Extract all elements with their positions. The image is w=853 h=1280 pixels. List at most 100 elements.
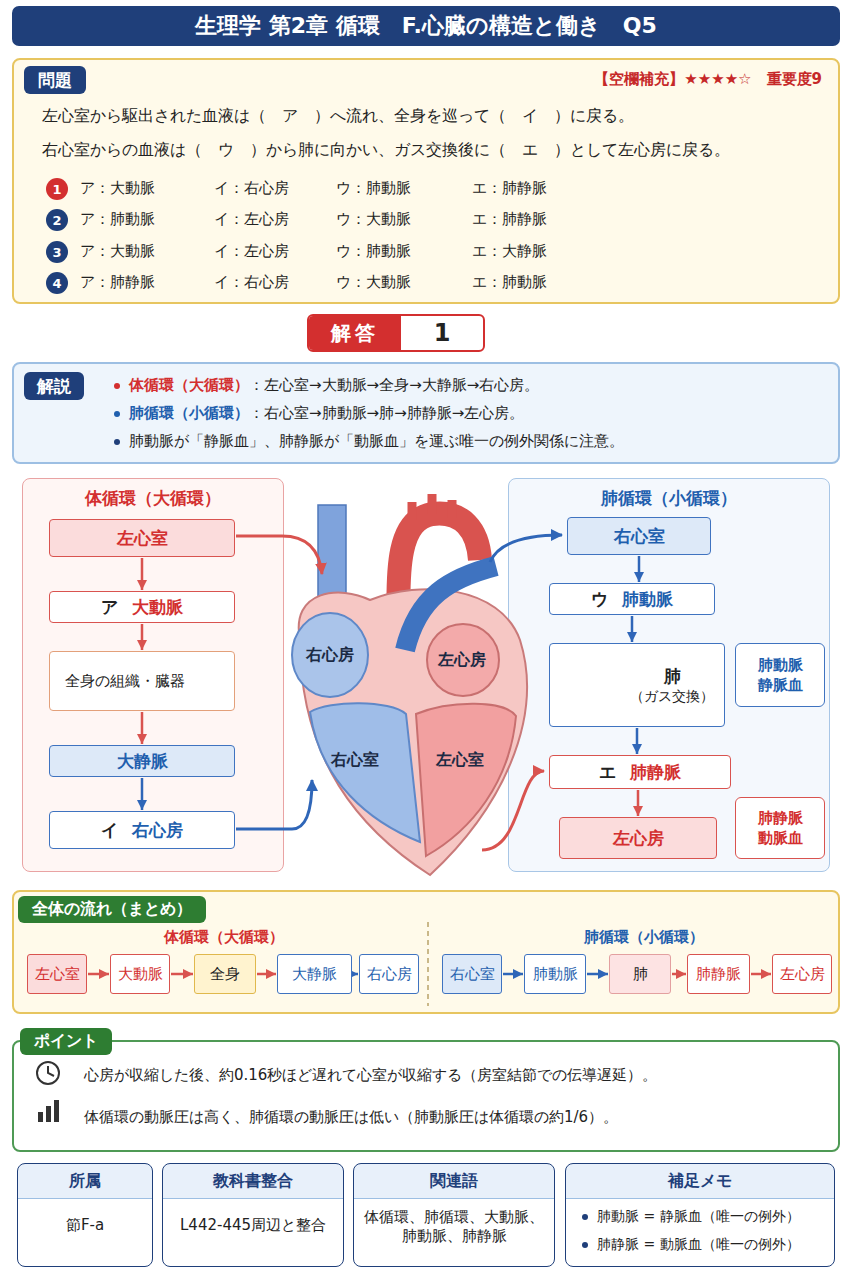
text-row: 肺循環（小循環）：右心室→肺動脈→肺→肺静脈→左心房。 xyxy=(114,404,524,423)
bullet-dot xyxy=(114,439,120,445)
option-text: エ：肺動脈 xyxy=(472,273,547,292)
node-text: 肺動脈 xyxy=(758,655,803,675)
node-text: ポイント xyxy=(20,1028,112,1055)
text-row: 教科書整合 xyxy=(169,1171,337,1192)
node-text: 右心房 xyxy=(132,819,183,842)
process-box: ア大動脈 xyxy=(49,591,235,623)
node-text: （ガス交換） xyxy=(630,688,714,706)
info-box: 関連語体循環、肺循環、大動脈、肺動脈、肺静脈 xyxy=(353,1163,555,1267)
node-text: 全身の組織・臓器 xyxy=(65,672,185,691)
flow-arrow xyxy=(171,973,193,976)
flow-arrow xyxy=(751,973,771,976)
option-text: ア：肺静脈 xyxy=(80,273,155,292)
node-text: 所属 xyxy=(69,1171,101,1192)
flow-arrow xyxy=(141,624,144,650)
chart-icon xyxy=(38,1100,59,1122)
node-text: ア xyxy=(101,596,118,619)
process-box: 大静脈 xyxy=(49,745,235,777)
flow-arrow xyxy=(353,973,358,976)
flow-arrow xyxy=(257,973,276,976)
option-text: イ：左心房 xyxy=(214,210,289,229)
node-text: 解説 xyxy=(37,375,71,398)
flow-box: 肺 xyxy=(609,954,671,994)
group-heading: 肺循環（小循環） xyxy=(584,928,704,947)
node-text: 【空欄補充】★★★★☆ 重要度9 xyxy=(594,70,822,89)
lung-icon xyxy=(562,654,617,714)
node-text: 2 xyxy=(52,214,61,227)
text-row: L442-445周辺と整合 xyxy=(169,1216,337,1235)
node-text: 肺静脈 xyxy=(758,808,803,828)
option-text: イ：右心房 xyxy=(214,273,289,292)
flow-arrow xyxy=(88,973,109,976)
process-box: 左心房 xyxy=(559,817,717,859)
node-text: 体循環（大循環） xyxy=(85,487,221,510)
option-text: イ：右心房 xyxy=(214,179,289,198)
flow-arrow xyxy=(672,973,686,976)
node-text: 心房が収縮した後、約0.16秒ほど遅れて心室が収縮する（房室結節での伝導遅延）。 xyxy=(84,1066,657,1085)
node-text: 体循環、肺循環、大動脈、肺動脈、肺静脈 xyxy=(360,1208,548,1246)
node-text: 肺静脈 xyxy=(630,761,681,784)
bullet-dot xyxy=(114,383,120,389)
node-text: 問題 xyxy=(38,69,72,92)
node-text: 右心室 xyxy=(450,965,495,984)
flow-box: 肺動脈 xyxy=(524,954,586,994)
option-text: ウ：大動脈 xyxy=(336,273,411,292)
option-text: エ：肺静脈 xyxy=(472,179,547,198)
node-text: 左心室 xyxy=(35,965,80,984)
summary-panel: 全体の流れ（まとめ）左心室大動脈全身大静脈右心房右心室肺動脈肺肺静脈左心房体循環… xyxy=(12,890,840,1014)
process-box: 左心室 xyxy=(49,519,235,557)
node-text: 大動脈 xyxy=(132,596,183,619)
node-text: 右心室 xyxy=(614,525,665,548)
node-text: ウ xyxy=(591,588,608,611)
node-text: 右心房 xyxy=(367,965,412,984)
text-row: 右心室からの血液は（ ウ ）から肺に向かい、ガス交換後に（ エ ）として左心房に… xyxy=(42,140,730,161)
bullet-dot xyxy=(582,1242,588,1248)
option-number: 1 xyxy=(46,178,68,200)
node-text: 大動脈 xyxy=(118,965,163,984)
process-box: 肺（ガス交換） xyxy=(549,643,725,727)
flow-box: 大動脈 xyxy=(110,954,170,994)
flow-box: 大静脈 xyxy=(277,954,352,994)
node-text: 関連語 xyxy=(430,1171,478,1192)
node-text: 体循環の動脈圧は高く、肺循環の動脈圧は低い（肺動脈圧は体循環の約1/6）。 xyxy=(84,1108,618,1127)
flow-arrow xyxy=(587,973,608,976)
callout-box: 肺静脈動脈血 xyxy=(735,797,825,859)
node-text: 1 xyxy=(52,183,61,196)
node-text: 右心室からの血液は（ ウ ）から肺に向かい、ガス交換後に（ エ ）として左心房に… xyxy=(42,140,730,161)
bullet-dot xyxy=(114,411,120,417)
clock-icon xyxy=(37,1062,59,1084)
divider xyxy=(427,922,429,1006)
option-text: ア：大動脈 xyxy=(80,242,155,261)
flow-box: 左心室 xyxy=(27,954,87,994)
heart-arrows xyxy=(236,535,562,850)
flow-box: 左心房 xyxy=(772,954,832,994)
bullet-dot xyxy=(582,1214,588,1220)
text-row: 【空欄補充】★★★★☆ 重要度9 xyxy=(594,70,822,89)
text-row: 関連語 xyxy=(360,1171,548,1192)
flow-arrow xyxy=(631,616,634,642)
process-box: エ肺静脈 xyxy=(549,755,731,789)
node-text: 解答 xyxy=(309,316,401,350)
node-text: 3 xyxy=(52,246,61,259)
node-text: 静脈血 xyxy=(758,675,803,695)
node-text: 肺 xyxy=(664,665,681,688)
node-text: 4 xyxy=(52,277,61,290)
heart-drawing xyxy=(292,494,527,875)
option-text: ウ：肺動脈 xyxy=(336,179,411,198)
group-heading: 体循環（大循環） xyxy=(164,928,284,947)
text-row: 節F-a xyxy=(24,1216,146,1235)
node-text: 肺静脈 xyxy=(696,965,741,984)
node-text: 肺動脈 xyxy=(622,588,673,611)
process-box: イ右心房 xyxy=(49,811,235,849)
text-row: 体循環（大循環）：左心室→大動脈→全身→大静脈→右心房。 xyxy=(114,376,539,395)
title-bar: 生理学 第2章 循環 F.心臓の構造と働き Q5 xyxy=(12,6,840,46)
section-tab: 問題 xyxy=(24,66,86,94)
pulmonary-panel: 肺循環（小循環）右心室ウ肺動脈肺（ガス交換）エ肺静脈左心房肺動脈静脈血肺静脈動脈… xyxy=(508,478,830,872)
node-text: エ xyxy=(599,761,616,784)
option-number: 4 xyxy=(46,272,68,294)
node-text: 肺循環（小循環） xyxy=(129,404,249,423)
answer-box: 解答1 xyxy=(307,314,485,352)
text-row: 体循環、肺循環、大動脈、肺動脈、肺静脈 xyxy=(360,1208,548,1246)
option-text: ウ：大動脈 xyxy=(336,210,411,229)
